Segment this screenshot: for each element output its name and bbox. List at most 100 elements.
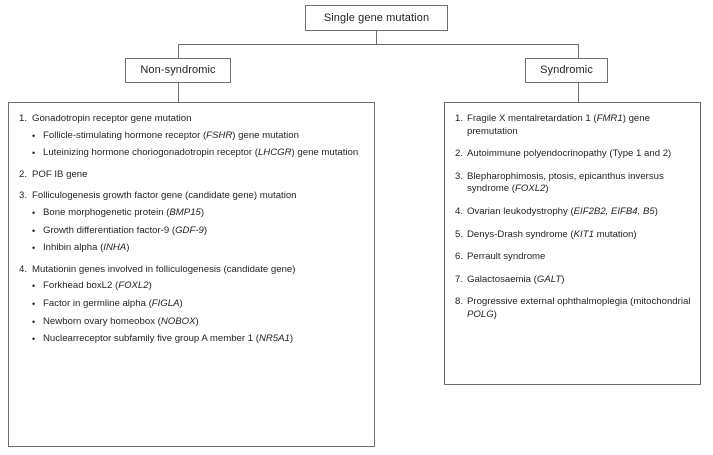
list-item-number: 6. <box>455 251 464 263</box>
gene-symbol: NOBOX <box>160 315 196 327</box>
gene-symbol: GALT <box>536 273 562 285</box>
bullet-dot-icon: • <box>32 334 36 345</box>
list-item-label: Fragile X mentalretardation 1 (FMR1) gen… <box>467 113 650 137</box>
list-item: 4. Mutationin genes involved in folliculo… <box>17 264 366 352</box>
sub-bullet-list: • Follicle-stimulating hormone receptor (… <box>32 130 366 160</box>
list-item: 1.Fragile X mentalretardation 1 (FMR1) g… <box>453 113 692 138</box>
gene-symbol: LHCGR <box>257 147 292 159</box>
sub-list-item-label: Growth differentiation factor-9 (GDF-9) <box>43 224 208 236</box>
sub-list-item-label: Nuclearreceptor subfamily five group A m… <box>43 333 294 345</box>
list-item-label: Gonadotropin receptor gene mutation <box>32 113 192 124</box>
sub-list-item-label: Inhibin alpha (INHA) <box>43 242 130 254</box>
list-item-number: 4. <box>455 205 464 217</box>
list-item-number: 5. <box>455 228 464 240</box>
list-item-number: 1. <box>19 113 28 124</box>
list-item-label: Progressive external ophthalmoplegia (mi… <box>467 296 691 320</box>
bullet-dot-icon: • <box>32 243 36 254</box>
panel-syndromic: 1.Fragile X mentalretardation 1 (FMR1) g… <box>444 102 701 385</box>
sub-list-item: • Factor in germline alpha (FIGLA) <box>32 298 366 311</box>
sub-list-item: •Newborn ovary homeobox (NOBOX) <box>32 316 366 329</box>
node-syndromic: Syndromic <box>525 58 608 83</box>
gene-symbol: FSHR <box>206 129 233 141</box>
gene-symbol: FIGLA <box>151 297 180 309</box>
bullet-dot-icon: • <box>32 148 36 159</box>
list-item-label: Galactosaemia (GALT) <box>467 273 565 285</box>
node-root-label: Single gene mutation <box>323 11 430 24</box>
list-item-label: Folliculogenesis growth factor gene (can… <box>32 190 297 202</box>
panel-non-syndromic: 1. Gonadotropin receptor gene mutation • Fo… <box>8 102 375 447</box>
list-item-number: 3. <box>19 190 28 202</box>
sub-list-item-label: Forkhead boxL2 (FOXL2) <box>43 280 152 292</box>
connector-horizontal-bus <box>178 44 579 45</box>
list-item-label: Blepharophimosis, ptosis, epicanthus inv… <box>467 170 664 195</box>
sub-list-item: • Nuclearreceptor subfamily five group A … <box>32 333 366 346</box>
list-item-label: Perrault syndrome <box>467 251 546 263</box>
gene-symbol: FMR1 <box>596 113 623 124</box>
bullet-dot-icon: • <box>32 298 36 309</box>
sub-list-item: • Bone morphogenetic protein (BMP15) <box>32 207 366 220</box>
connector-stem-syndromic-panel <box>578 83 579 102</box>
gene-symbol: POLG <box>467 308 494 320</box>
gene-symbol: FOXL2 <box>118 280 149 292</box>
gene-symbol: GDF-9 <box>175 224 204 236</box>
list-item-number: 8. <box>455 296 464 308</box>
gene-symbol: FOXL2 <box>514 183 546 195</box>
node-single-gene-mutation: Single gene mutation <box>305 5 448 31</box>
list-item: 2.Autoimmune polyendocrinopathy (Type 1 … <box>453 148 692 161</box>
sub-list-item-label: Bone morphogenetic protein (BMP15) <box>43 206 205 218</box>
connector-root-stem <box>376 31 377 45</box>
list-item-body: POF IB gene <box>32 169 366 182</box>
list-item-number: 2. <box>455 148 464 160</box>
list-item: 5.Denys-Drash syndrome (KIT1 mutation) <box>453 229 692 242</box>
sub-bullet-list: • Forkhead boxL2 (FOXL2) • Factor in germli… <box>32 280 366 345</box>
list-item: 6.Perrault syndrome <box>453 251 692 264</box>
list-item-label: Autoimmune polyendocrinopathy (Type 1 an… <box>467 148 672 160</box>
sub-list-item: • Follicle-stimulating hormone receptor (… <box>32 130 366 143</box>
sub-list-item: • Inhibin alpha (INHA) <box>32 242 366 255</box>
connector-leg-non-syndromic <box>178 44 179 58</box>
list-item: 4.Ovarian leukodystrophy (EIF2B2, EIFB4,… <box>453 206 692 219</box>
bullet-dot-icon: • <box>32 281 36 292</box>
list-item: 2. POF IB gene <box>17 169 366 182</box>
list-item-number: 1. <box>455 113 464 124</box>
gene-symbol: BMP15 <box>169 206 201 218</box>
list-item: 3. Folliculogenesis growth factor gene (c… <box>17 190 366 260</box>
connector-leg-syndromic <box>578 44 579 58</box>
list-item-number: 7. <box>455 273 464 285</box>
gene-symbol: KIT1 <box>573 228 594 240</box>
bullet-dot-icon: • <box>32 316 36 327</box>
connector-stem-non-syndromic-panel <box>178 83 179 102</box>
sub-list-item: • Forkhead boxL2 (FOXL2) <box>32 280 366 293</box>
list-item-label: Mutationin genes involved in folliculoge… <box>32 263 296 275</box>
syndromic-list: 1.Fragile X mentalretardation 1 (FMR1) g… <box>453 113 692 322</box>
sub-bullet-list: • Bone morphogenetic protein (BMP15) • Grow… <box>32 207 366 255</box>
bullet-dot-icon: • <box>32 130 36 141</box>
list-item-label: Ovarian leukodystrophy (EIF2B2, EIFB4, B… <box>467 205 658 217</box>
list-item: 1. Gonadotropin receptor gene mutation • Fo… <box>17 113 366 166</box>
node-syndromic-label: Syndromic <box>540 64 593 76</box>
list-item-body: Mutationin genes involved in folliculoge… <box>32 264 366 352</box>
list-item: 3.Blepharophimosis, ptosis, epicanthus i… <box>453 171 692 196</box>
gene-symbol: NR5A1 <box>258 333 290 345</box>
node-non-syndromic-label: Non-syndromic <box>140 64 216 76</box>
node-non-syndromic: Non-syndromic <box>125 58 231 83</box>
list-item-number: 4. <box>19 263 28 275</box>
non-syndromic-list: 1. Gonadotropin receptor gene mutation • Fo… <box>17 113 366 352</box>
list-item-label: POF IB gene <box>32 168 88 180</box>
list-item-number: 2. <box>19 168 28 180</box>
list-item-body: Folliculogenesis growth factor gene (can… <box>32 190 366 260</box>
bullet-dot-icon: • <box>32 207 36 218</box>
list-item-label: Denys-Drash syndrome (KIT1 mutation) <box>467 228 637 240</box>
list-item-number: 3. <box>455 170 464 182</box>
sub-list-item: • Growth differentiation factor-9 (GDF-9) <box>32 225 366 238</box>
gene-symbol: EIF2B2, EIFB4, B5 <box>573 205 655 217</box>
bullet-dot-icon: • <box>32 225 36 236</box>
sub-list-item-label: Follicle-stimulating hormone receptor (F… <box>43 129 299 141</box>
sub-list-item-label: Factor in germline alpha (FIGLA) <box>43 297 183 309</box>
sub-list-item: • Luteinizing hormone choriogonadotropin … <box>32 147 366 160</box>
list-item-body: Gonadotropin receptor gene mutation • Foll… <box>32 113 366 166</box>
sub-list-item-label: Luteinizing hormone choriogonadotropin r… <box>43 147 359 159</box>
gene-symbol: INHA <box>103 242 127 254</box>
list-item: 8.Progressive external ophthalmoplegia (… <box>453 296 692 321</box>
